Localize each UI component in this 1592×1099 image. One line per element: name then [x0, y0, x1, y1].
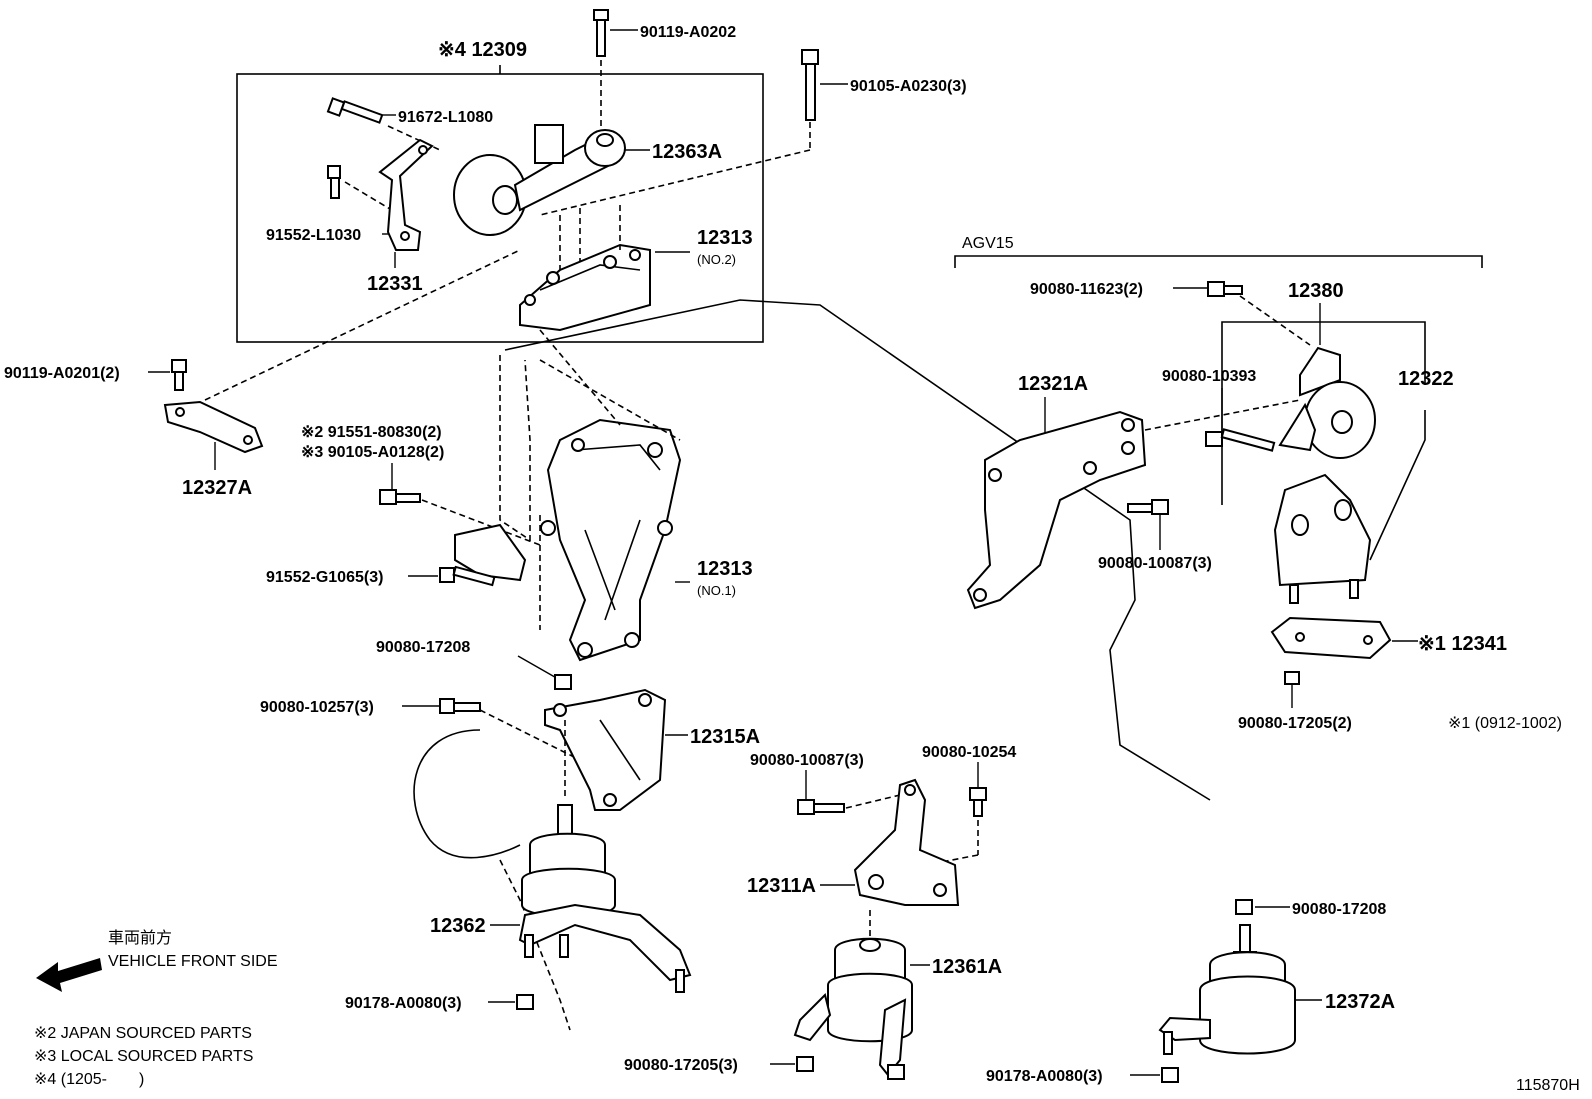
label-12361a: 12361A — [932, 956, 1002, 978]
label-12315a: 12315A — [690, 726, 760, 748]
label-12372a: 12372A — [1325, 991, 1395, 1013]
group-bracket-agv15 — [954, 255, 1483, 268]
bolt-90080-10087-a — [797, 799, 845, 815]
label-12341: ※1 12341 — [1418, 633, 1507, 655]
label-90080-10254: 90080-10254 — [922, 744, 1016, 761]
label-90080-10087-b: 90080-10087(3) — [1098, 555, 1212, 572]
vehicle-front-jp: 車両前方 — [108, 929, 172, 947]
nut-90080-17205-a — [796, 1056, 814, 1072]
mount-12322 — [1273, 473, 1372, 604]
bracket-12331 — [378, 138, 434, 251]
footnote-local: ※3 LOCAL SOURCED PARTS — [34, 1048, 253, 1065]
label-90080-10257: 90080-10257(3) — [260, 699, 374, 716]
label-90080-17208-b: 90080-17208 — [1292, 901, 1386, 918]
note-1: ※1 (0912-1002) — [1448, 715, 1562, 732]
mount-12363a — [453, 124, 626, 236]
label-12363a: 12363A — [652, 141, 722, 163]
label-12311a: 12311A — [747, 875, 816, 897]
bracket-12315a — [544, 688, 667, 811]
mount-12372a — [1158, 924, 1296, 1055]
leader-12322-right — [1369, 410, 1426, 561]
label-90178-a0080-a: 90178-A0080(3) — [345, 995, 462, 1012]
label-12313-no2-sub: (NO.2) — [697, 252, 736, 267]
label-90080-17205-a: 90080-17205(3) — [624, 1057, 738, 1074]
label-12322: 12322 — [1398, 368, 1454, 390]
label-90119-a0202: 90119-A0202 — [640, 24, 736, 41]
engine-outline-right — [504, 299, 1211, 801]
bolt-90080-10257 — [439, 698, 481, 714]
label-12362: 12362 — [430, 915, 486, 937]
bolt-90080-10393 — [1205, 428, 1276, 452]
mount-12362 — [518, 804, 692, 993]
label-12321a: 12321A — [1018, 373, 1088, 395]
label-12327a: 12327A — [182, 477, 252, 499]
footnote-japan: ※2 JAPAN SOURCED PARTS — [34, 1025, 252, 1042]
label-91552-l1030: 91552-L1030 — [266, 227, 361, 244]
bolt-91672-l1080 — [326, 97, 384, 124]
assembly-12309-group: ※4 12309 90119-A0202 91672-L1080 12363A — [236, 9, 764, 343]
label-90105-a0128: ※3 90105-A0128(2) — [301, 444, 444, 461]
engine-outline-left — [499, 355, 531, 542]
bolt-91552-l1030 — [327, 165, 341, 199]
transmission-outline — [413, 729, 521, 859]
mount-12361a — [793, 937, 913, 1077]
label-12309: ※4 12309 — [438, 39, 527, 61]
label-91552-g1065: 91552-G1065(3) — [266, 569, 383, 586]
group-label-agv15: AGV15 — [962, 235, 1014, 252]
bracket-12311a — [853, 778, 960, 906]
nut-90178-a0080-a — [516, 994, 534, 1010]
bracket-12327a — [163, 400, 264, 454]
label-12380: 12380 — [1288, 280, 1344, 302]
figure-id: 115870H — [1516, 1077, 1580, 1094]
bracket-12313-no1 — [540, 418, 682, 662]
label-12313-no1: 12313 — [697, 558, 753, 580]
bolt-90080-10254 — [969, 787, 987, 817]
label-12331: 12331 — [367, 273, 423, 295]
label-91672-l1080: 91672-L1080 — [398, 109, 493, 126]
label-12313-no2: 12313 — [697, 227, 753, 249]
mount-12380 — [1278, 346, 1376, 459]
bolt-91552-g1065 — [439, 565, 496, 587]
bracket-12313-no2 — [519, 243, 651, 332]
label-90178-a0080-b: 90178-A0080(3) — [986, 1068, 1103, 1085]
footnote-range: ※4 (1205- ) — [34, 1071, 144, 1088]
vehicle-front-arrow — [36, 958, 102, 992]
bolt-90119-a0201 — [171, 359, 187, 391]
nut-90080-17208-b — [1235, 899, 1253, 915]
label-90105-a0230: 90105-A0230(3) — [850, 78, 967, 95]
label-90080-10087-a: 90080-10087(3) — [750, 752, 864, 769]
label-90119-a0201: 90119-A0201(2) — [4, 365, 120, 382]
label-12313-no1-sub: (NO.1) — [697, 583, 736, 598]
nut-90178-a0080-b — [1161, 1067, 1179, 1083]
bolt-90119-a0202 — [593, 9, 609, 128]
nut-90080-17208-a — [554, 674, 572, 690]
label-90080-10393: 90080-10393 — [1162, 368, 1256, 385]
engine-side-bracket — [454, 523, 527, 582]
plate-12341 — [1270, 616, 1392, 660]
label-90080-11623: 90080-11623(2) — [1030, 281, 1143, 298]
label-90080-17208-a: 90080-17208 — [376, 639, 470, 656]
bolt-90080-10087-b — [1127, 499, 1169, 515]
bolt-91551-80830 — [379, 489, 421, 505]
bolt-90080-11623 — [1207, 281, 1243, 297]
bolt-90105-a0230 — [539, 49, 819, 216]
nut-90080-17205-b — [1284, 671, 1300, 685]
vehicle-front-en: VEHICLE FRONT SIDE — [108, 953, 278, 970]
label-91551-80830: ※2 91551-80830(2) — [301, 424, 442, 441]
nut-90080-17205-a2 — [887, 1064, 905, 1080]
bracket-12321a — [966, 410, 1147, 610]
label-90080-17205-b: 90080-17205(2) — [1238, 715, 1352, 732]
